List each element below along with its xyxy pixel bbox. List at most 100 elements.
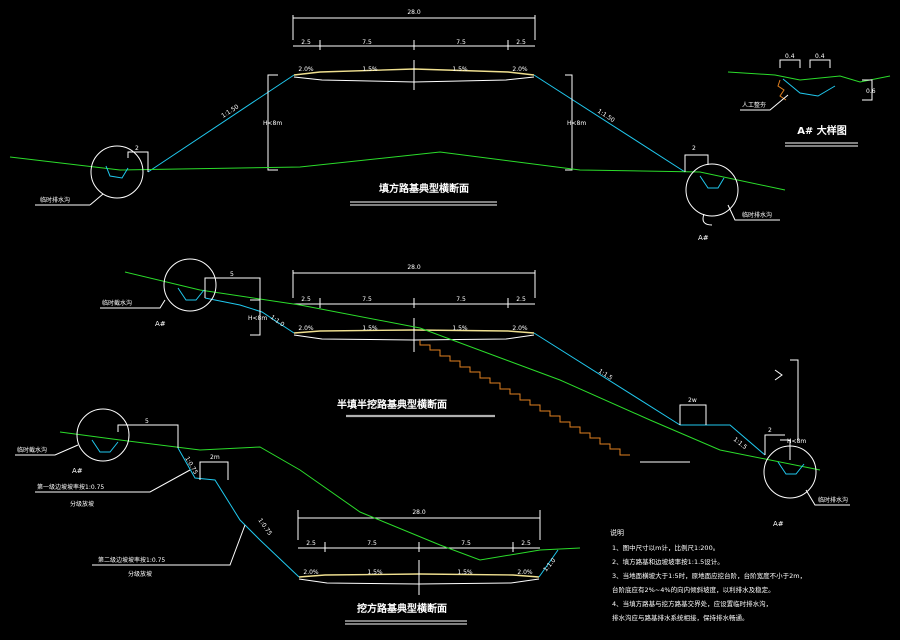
dim-inner-right: 7.5 bbox=[456, 39, 466, 46]
section-half-fill-half-cut: 28.0 2.5 7.5 7.5 2.5 2.0% 1.5% 1.5% 2.0%… bbox=[100, 258, 850, 528]
notes-heading: 说明 bbox=[610, 528, 624, 537]
detail-label: 人工整夯 bbox=[742, 101, 766, 109]
height-label-left: H<8m bbox=[263, 120, 282, 127]
s3-grade-shoulder-right: 2.0% bbox=[517, 569, 533, 576]
s2-ground-line bbox=[124, 271, 821, 471]
s2-detail-tag-right: A# bbox=[773, 520, 784, 528]
ditch-left bbox=[105, 165, 129, 179]
s3-dim-inner-left: 7.5 bbox=[367, 540, 377, 547]
s2-grade-lane-right: 1.5% bbox=[452, 325, 468, 332]
s2-detail-tag-left: A# bbox=[155, 320, 166, 328]
s2-fill-slope bbox=[533, 332, 681, 426]
detail-dim-a: 0.4 bbox=[785, 53, 795, 60]
note-3b: 台阶底应有2%~4%的向内倾斜坡度，以利排水及稳定。 bbox=[612, 585, 775, 594]
s3-slope-right-label: 1:1.0 bbox=[542, 557, 557, 573]
detail-tag: A# bbox=[698, 234, 709, 242]
detail-dim-c: 0.6 bbox=[866, 88, 876, 95]
s2-ditch-right bbox=[777, 461, 805, 475]
s3-ditch-label: 临时截水沟 bbox=[17, 446, 47, 454]
s3-grade-shoulder-left: 2.0% bbox=[303, 569, 319, 576]
s3-dim-outer-right: 2.5 bbox=[521, 540, 531, 547]
s2-grade-lane-left: 1.5% bbox=[362, 325, 378, 332]
section-cut: 28.0 2.5 7.5 7.5 2.5 2.0% 1.5% 1.5% 2.0%… bbox=[15, 408, 581, 625]
s3-ditch bbox=[91, 439, 119, 453]
s2-grade-shoulder-left: 2.0% bbox=[298, 325, 314, 332]
s3-detail-tag: A# bbox=[72, 467, 83, 475]
section-title-half-fill: 半填半挖路基典型横断面 bbox=[337, 398, 447, 411]
ditch-label-right: 临时排水沟 bbox=[742, 211, 772, 219]
s2-height-cut: H<8m bbox=[248, 315, 267, 322]
note-2: 2、填方路基和边坡坡率按1:1.5设计。 bbox=[612, 557, 724, 566]
s3-total-width: 28.0 bbox=[412, 509, 426, 516]
note-1: 1、图中尺寸以m计，比例尺1:200。 bbox=[612, 543, 719, 552]
s3-note-upper: 第一级边坡坡率按1:0.75 bbox=[37, 483, 104, 491]
natural-ground-line bbox=[9, 151, 786, 191]
ditch-label-left: 临时排水沟 bbox=[40, 196, 70, 204]
ditch-dim-label-right: 2 bbox=[692, 145, 696, 152]
s3-cut-slope-right bbox=[538, 549, 559, 578]
s2-dim-outer-right: 2.5 bbox=[516, 296, 526, 303]
dim-outer-left: 2.5 bbox=[301, 39, 311, 46]
detail-title: A# 大样图 bbox=[797, 124, 847, 137]
leader-right bbox=[702, 213, 713, 226]
grade-shoulder-right: 2.0% bbox=[512, 66, 528, 73]
s3-slope-lower-label: 1:0.75 bbox=[256, 517, 273, 537]
s3-platform-width: 2m bbox=[210, 454, 220, 461]
height-label-right: H<8m bbox=[567, 120, 586, 127]
note-4: 4、当填方路基与挖方路基交界处，应设置临时排水沟， bbox=[612, 599, 772, 608]
section-title-cut: 挖方路基典型横断面 bbox=[357, 602, 447, 615]
s2-dim-inner-left: 7.5 bbox=[362, 296, 372, 303]
ditch-dim-label-left: 2 bbox=[135, 145, 139, 152]
note-4b: 排水沟应与路基排水系统相接，保持排水畅通。 bbox=[612, 613, 749, 622]
ditch-right bbox=[699, 175, 725, 189]
detail-a-drawing: 0.4 0.4 0.6 人工整夯 A# 大样图 bbox=[727, 53, 891, 147]
s2-dim-outer-left: 2.5 bbox=[301, 296, 311, 303]
s2-ditch-left bbox=[177, 287, 205, 301]
note-3: 3、当地面横坡大于1:5时，原地面应挖台阶，台阶宽度不小于2m， bbox=[612, 571, 806, 580]
section-title-fill: 填方路基典型横断面 bbox=[379, 182, 469, 195]
detail-dim-b: 0.4 bbox=[815, 53, 825, 60]
s3-grade-lane-left: 1.5% bbox=[367, 569, 383, 576]
total-width-label: 28.0 bbox=[407, 9, 421, 16]
s2-total-width: 28.0 bbox=[407, 264, 421, 271]
detail-circle-left bbox=[90, 145, 144, 199]
s2-benching-steps bbox=[419, 340, 630, 456]
ditch-dim-left bbox=[127, 151, 149, 172]
s2-ditch-top-dim: 5 bbox=[230, 271, 234, 278]
s3-note-lower: 第二级边坡坡率按1:0.75 bbox=[98, 556, 165, 564]
s2-grade-shoulder-right: 2.0% bbox=[512, 325, 528, 332]
detail-ground bbox=[727, 71, 891, 83]
s2-dim-inner-right: 7.5 bbox=[456, 296, 466, 303]
s2-detail-circle-right bbox=[763, 445, 817, 499]
s3-dim-inner-right: 7.5 bbox=[461, 540, 471, 547]
s2-fill-slope-low bbox=[680, 424, 766, 456]
dim-outer-right: 2.5 bbox=[516, 39, 526, 46]
s2-cut-slope bbox=[204, 297, 295, 334]
s3-note-lower-sub: 分级放坡 bbox=[128, 570, 152, 578]
s2-height-fill: H<8m bbox=[787, 438, 806, 445]
s2-detail-circle-left bbox=[163, 258, 217, 312]
fill-slope-left bbox=[147, 74, 295, 173]
s3-ditch-top-dim: 5 bbox=[145, 418, 149, 425]
s3-detail-circle bbox=[76, 408, 130, 462]
grade-lane-left: 1.5% bbox=[362, 66, 378, 73]
grade-shoulder-left: 2.0% bbox=[298, 66, 314, 73]
s2-slope-fill-label: 1:1.5 bbox=[597, 368, 614, 382]
s2-ditch-bottom-dim: 2 bbox=[768, 427, 772, 434]
detail-circle-right bbox=[685, 163, 739, 217]
height-mark-left bbox=[267, 74, 278, 171]
detail-tamp bbox=[777, 79, 787, 101]
leader-left bbox=[89, 193, 104, 206]
s3-note-upper-sub: 分级放坡 bbox=[70, 500, 94, 508]
height-mark-right bbox=[565, 74, 573, 171]
s3-cut-slope-left bbox=[177, 447, 300, 578]
s3-grade-lane-right: 1.5% bbox=[457, 569, 473, 576]
dim-inner-left: 7.5 bbox=[362, 39, 372, 46]
detail-leader bbox=[740, 94, 789, 111]
fill-slope-right bbox=[533, 74, 686, 173]
general-notes: 说明 1、图中尺寸以m计，比例尺1:200。 2、填方路基和边坡坡率按1:1.5… bbox=[610, 528, 806, 622]
s2-ditch-label-left: 临时截水沟 bbox=[102, 299, 132, 307]
section-fill-embankment: 28.0 2.5 7.5 7.5 2.5 2.0% 1.5% 1.5% 2.0%… bbox=[9, 9, 786, 242]
grade-lane-right: 1.5% bbox=[452, 66, 468, 73]
